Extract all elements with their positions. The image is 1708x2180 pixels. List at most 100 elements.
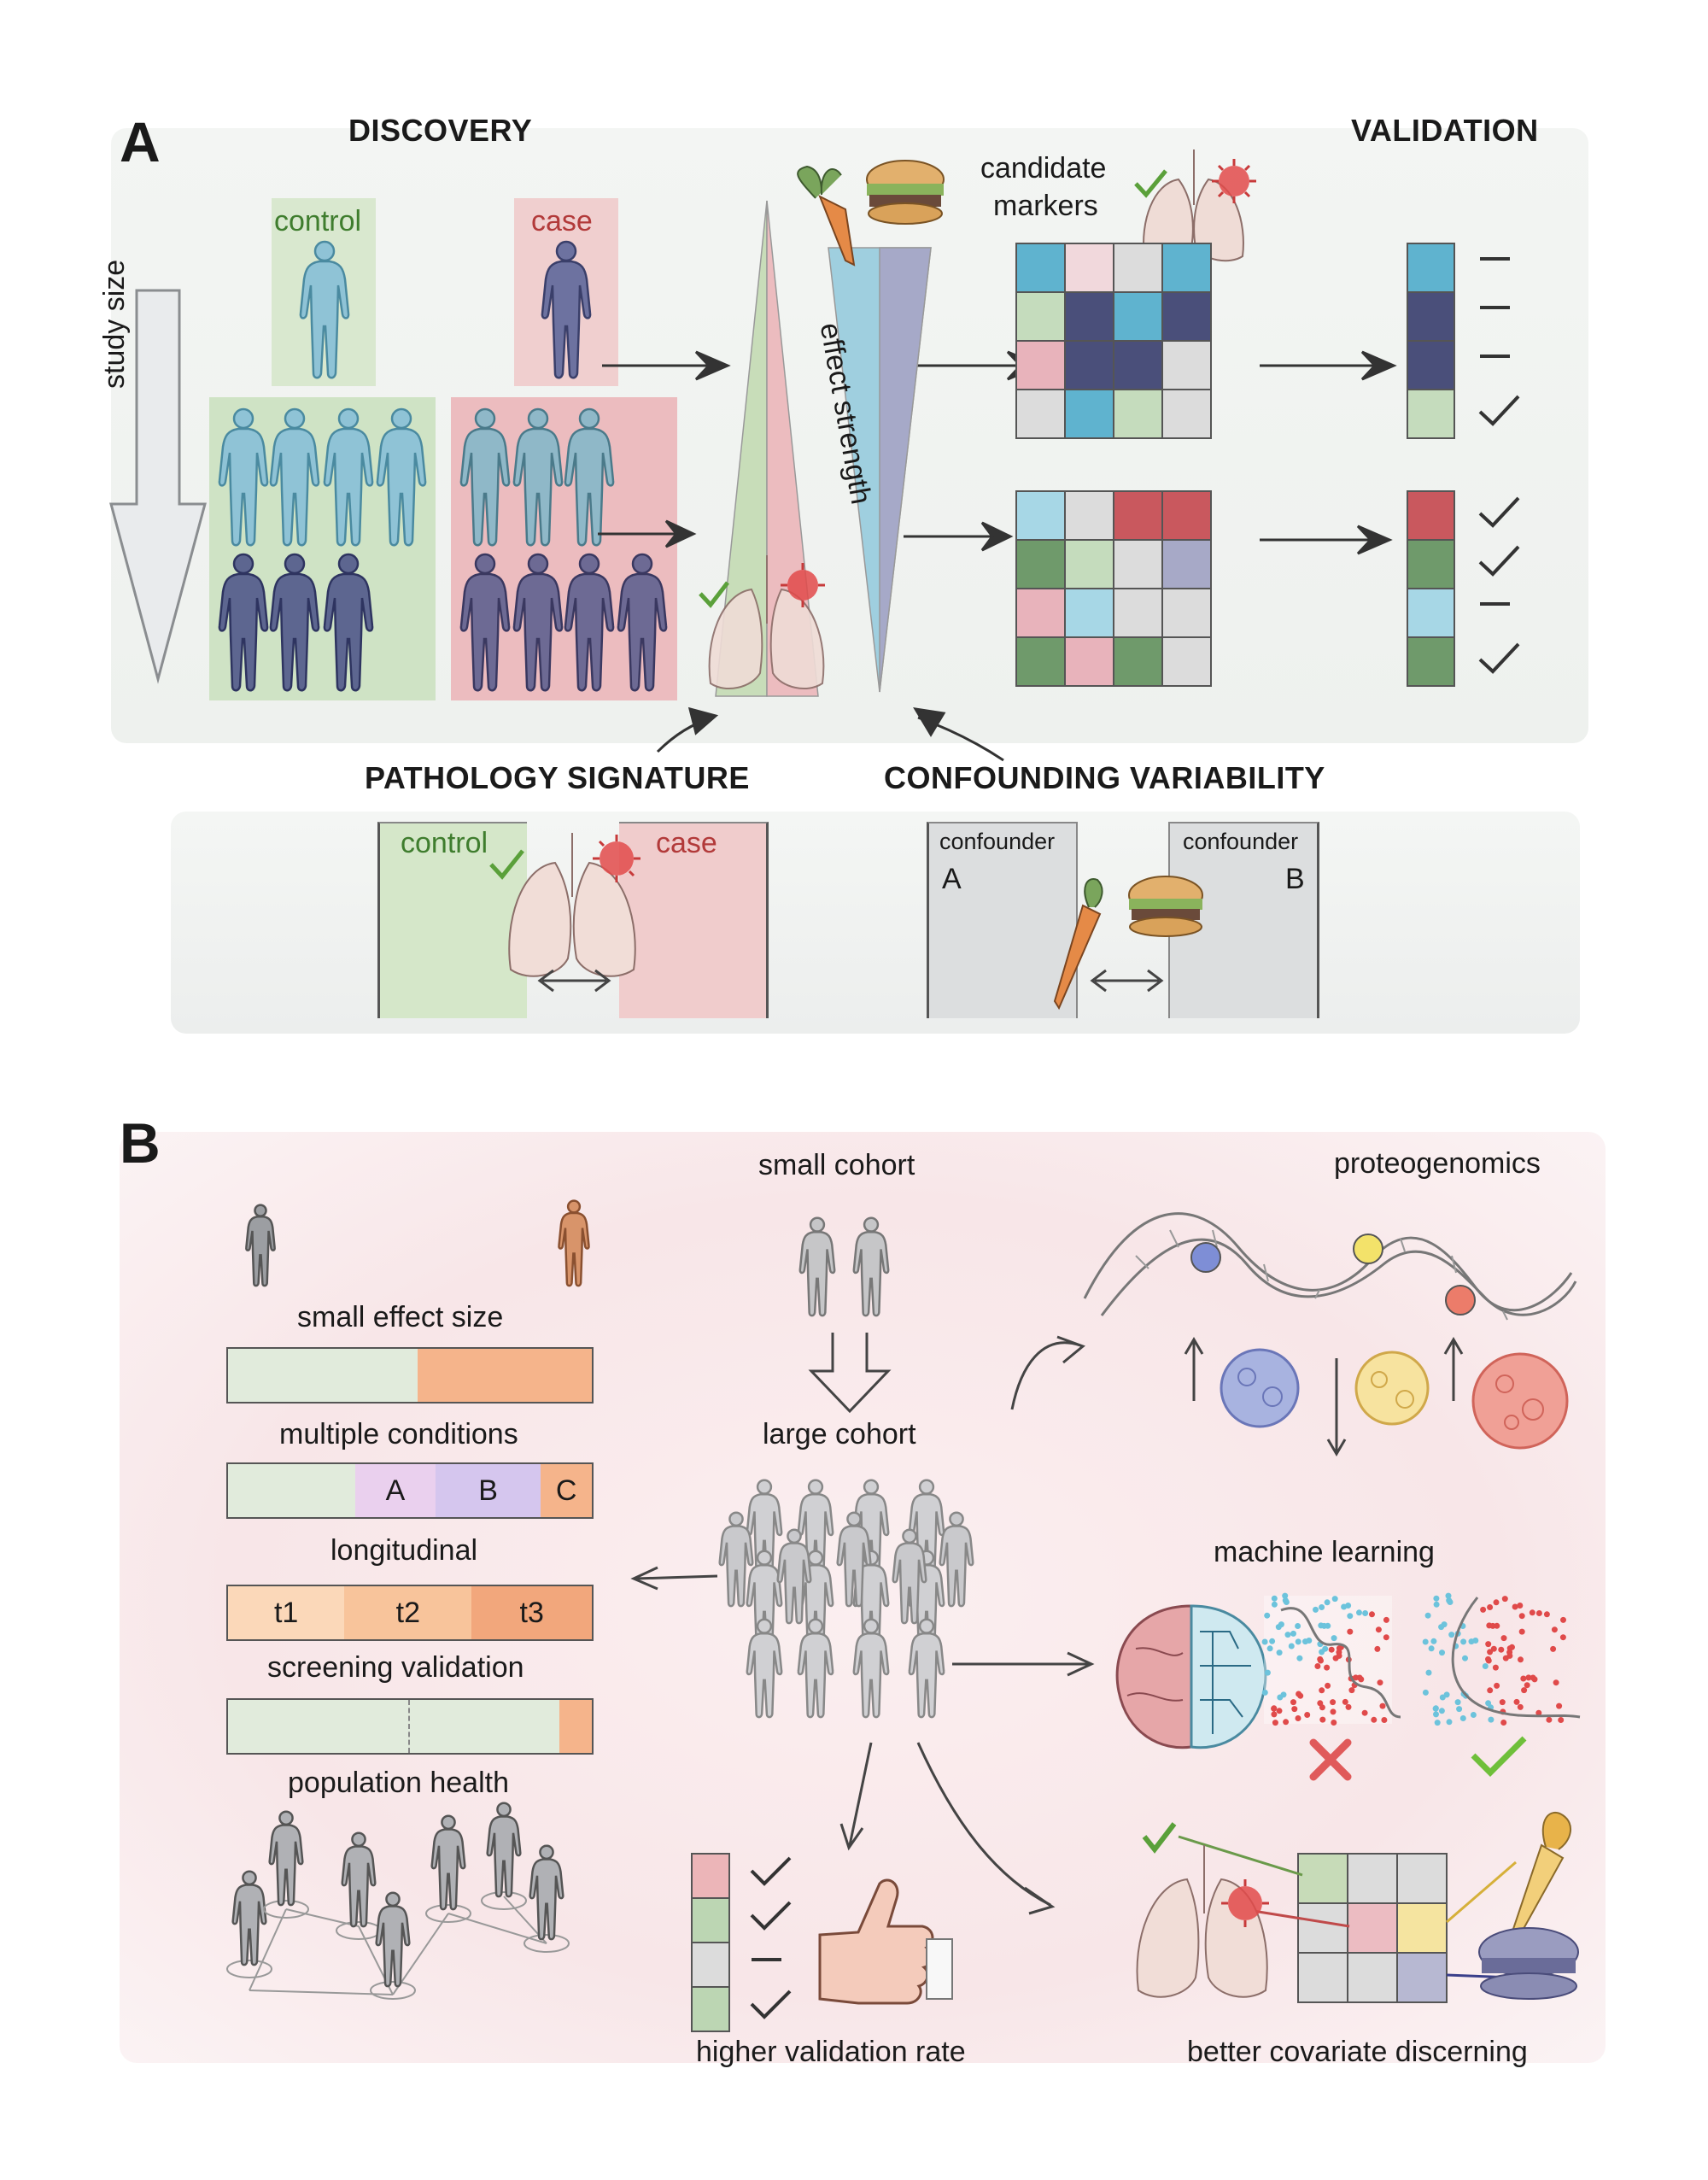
carrot-icon-confounder [1053,878,1103,1011]
segment-case [559,1700,592,1753]
checkmark-icon-ml [1471,1736,1527,1777]
segment-condition-a: A [355,1464,436,1517]
matrix-cell [1064,539,1114,589]
person-icon [836,1511,872,1608]
matrix-cell [1161,539,1212,589]
ml-generalized-panel [1422,1592,1581,1726]
person-icon [892,1528,927,1625]
screening-validation-bar [226,1698,594,1755]
checkmark-icon [1478,545,1520,577]
arrow-to-validation-rate [848,1742,873,1846]
signature-case-label: case [656,827,717,859]
checkmark-icon-covariate [1142,1822,1177,1854]
checkmark-icon [1478,642,1520,674]
person-icon [908,1618,945,1719]
validation-cell [1407,636,1455,687]
multiple-conditions-bar: A B C [226,1462,594,1519]
person-icon [746,1618,783,1719]
matrix-cell [1161,389,1212,439]
matrix-cell [1113,340,1163,390]
small-cohort-label: small cohort [758,1149,915,1181]
signature-case-box [619,822,769,1018]
person-icon [718,1511,754,1608]
person-control-icon [218,553,269,692]
matrix-cell [1064,389,1114,439]
matrix-cell [1064,636,1114,687]
machine-learning-label: machine learning [1214,1536,1435,1568]
matrix-cell [1161,490,1212,541]
person-icon [797,1618,834,1719]
validation-heading: VALIDATION [1351,113,1539,148]
checkmark-icon-cone [699,581,729,608]
person-case-icon [512,553,564,692]
multiple-conditions-label: multiple conditions [279,1418,518,1450]
segment-condition-b: B [435,1464,541,1517]
matrix-cell [1064,291,1114,342]
person-case-icon [617,553,668,692]
lung-icon-covariate [1136,1845,1268,1998]
matrix-cell [1161,636,1212,687]
lung-icon-cone [708,555,825,689]
person-icon [529,1844,564,1941]
arrow-to-proteogenomics [1010,1341,1081,1410]
person-case-icon [541,240,592,379]
panel-letter-a: A [120,110,161,173]
checkmark-icon-top [1134,169,1167,198]
segment-validation [410,1700,559,1753]
matrix-cell [1113,389,1163,439]
validation-cell [1407,389,1455,439]
burger-icon-covariate [1478,1927,1579,2000]
virus-icon-covariate [1221,1879,1269,1927]
matrix-cell [1015,539,1066,589]
validation-rate-column [691,1853,730,2032]
lung-icon-top [1143,149,1244,262]
person-icon [852,1618,890,1719]
cohort-growth-arrow [808,1333,892,1414]
person-case-icon [564,553,615,692]
person-icon [776,1528,812,1625]
arrow-to-covariates [916,1742,1051,1907]
matrix-cell [1161,340,1212,390]
person-icon [245,1204,276,1287]
lung-icon-signature [508,833,636,977]
population-health-label: population health [288,1767,510,1799]
person-case-icon [459,553,511,692]
person-control-icon [269,407,320,547]
person-case-icon [564,407,615,547]
person-case-icon [459,407,511,547]
validation-cell [1407,340,1455,390]
person-icon [939,1511,974,1608]
person-control-icon [299,240,350,379]
segment-condition-c: C [541,1464,592,1517]
segment-t3: t3 [471,1586,592,1639]
person-icon [852,1216,890,1317]
virus-icon-top [1212,159,1256,203]
panel-letter-b: B [120,1111,161,1175]
longitudinal-label: longitudinal [330,1534,478,1567]
protein-yellow-icon [1354,1351,1430,1426]
person-control-icon [269,553,320,692]
segment-screening [228,1700,410,1753]
double-arrow-icon-confounder [1090,969,1164,993]
person-icon [231,1870,267,1966]
matrix-cell [1064,490,1114,541]
confounder-a-letter: A [942,863,962,895]
protein-blue-icon [1220,1348,1300,1428]
person-icon [486,1802,522,1898]
matrix-cell [1015,389,1066,439]
virus-icon-cone [781,563,825,607]
signature-control-label: control [401,827,488,859]
validation-cell [1407,243,1455,293]
carrot-icon-covariate [1512,1811,1571,1937]
ml-overfit-panel [1261,1592,1401,1726]
longitudinal-bar: t1 t2 t3 [226,1585,594,1641]
person-icon [746,1550,783,1650]
small-effect-size-bar [226,1347,594,1404]
burger-icon [866,160,945,225]
matrix-cell [1015,636,1066,687]
checkmark-icon [750,1990,792,2019]
